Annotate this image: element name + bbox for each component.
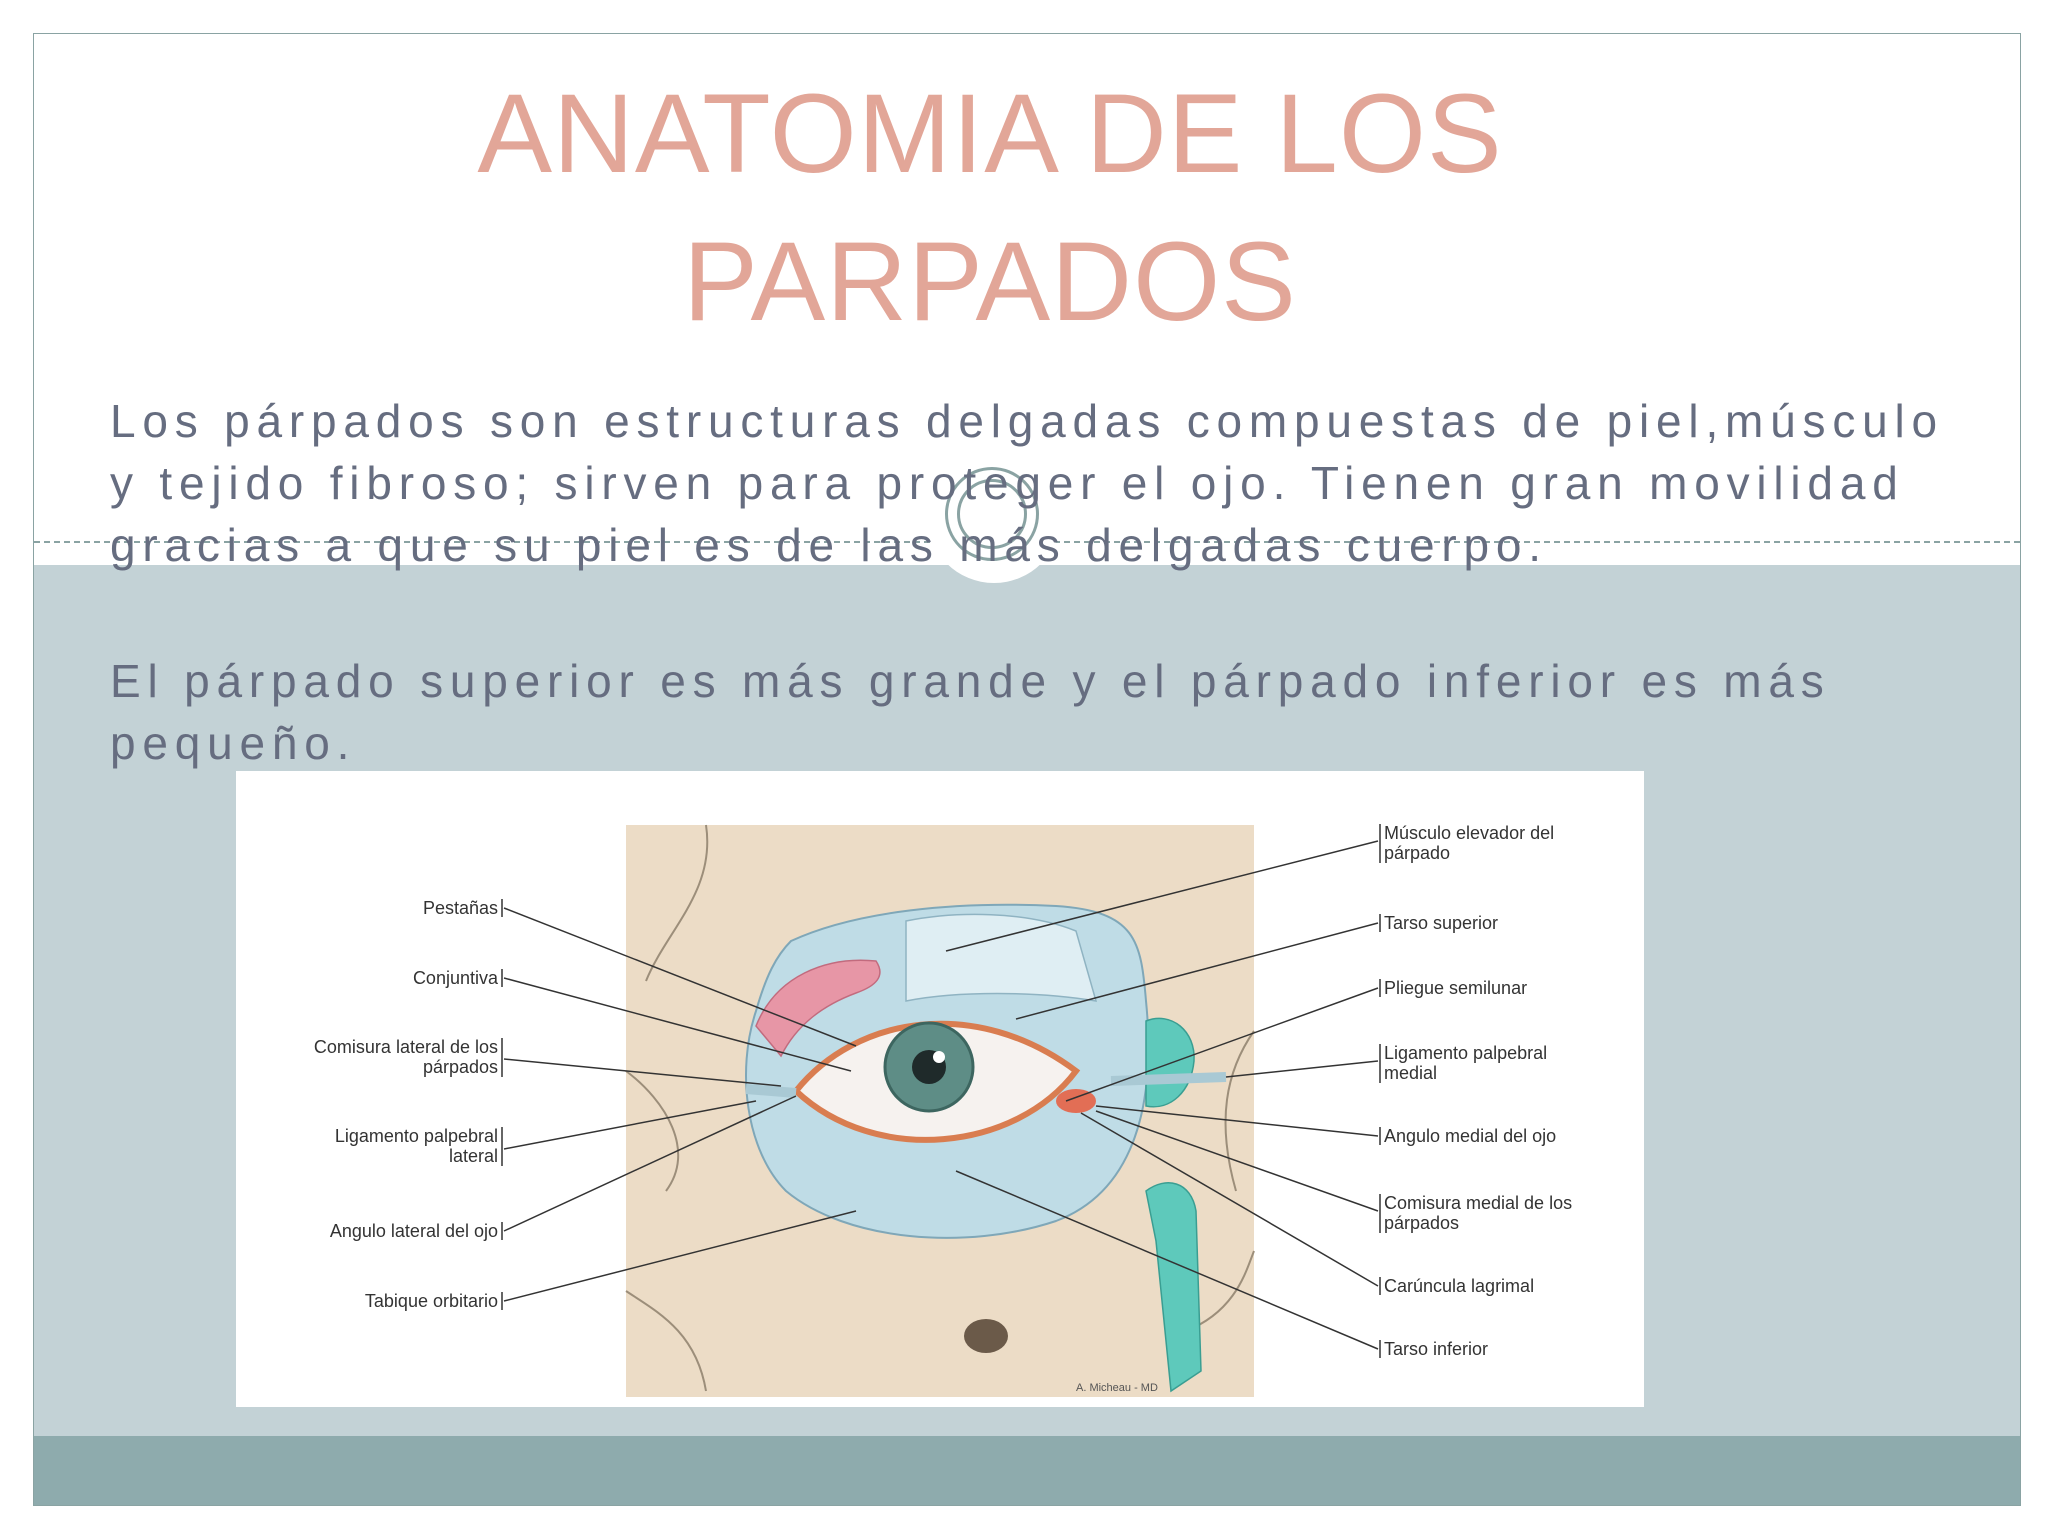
label-pestanas: Pestañas — [423, 898, 498, 918]
label-tarso-superior: Tarso superior — [1384, 913, 1498, 933]
lacrimal-gland — [755, 959, 881, 1058]
svg-text:Carúncula lagrimal: Carúncula lagrimal — [1384, 1276, 1534, 1296]
right-leader-lines — [945, 840, 1379, 1350]
title-line-1: ANATOMIA DE LOS — [477, 71, 1503, 196]
svg-text:Ligamento palpebral: Ligamento palpebral — [1384, 1043, 1547, 1063]
body-paragraph-2: El párpado superior es más grande y el p… — [110, 655, 1831, 769]
levator-muscle — [905, 913, 1098, 1002]
label-comisura-medial-1: Comisura medial de los — [1384, 1193, 1572, 1213]
label-caruncula-lagrimal: Carúncula lagrimal — [1384, 1276, 1534, 1296]
svg-text:Comisura lateral de los: Comisura lateral de los — [314, 1037, 498, 1057]
label-conjuntiva: Conjuntiva — [413, 968, 499, 988]
svg-text:Conjuntiva: Conjuntiva — [413, 968, 499, 988]
svg-text:Ligamento palpebral: Ligamento palpebral — [335, 1126, 498, 1146]
svg-text:Tabique orbitario: Tabique orbitario — [365, 1291, 498, 1311]
label-comisura-medial-2: párpados — [1384, 1213, 1459, 1233]
label-ligamento-medial-1: Ligamento palpebral — [1384, 1043, 1547, 1063]
svg-text:Tarso inferior: Tarso inferior — [1384, 1339, 1488, 1359]
left-leader-lines — [503, 907, 857, 1302]
label-angulo-lateral: Angulo lateral del ojo — [330, 1221, 498, 1241]
left-labels: Pestañas Conjuntiva Comisura lateral de … — [314, 898, 499, 1311]
body-paragraph-1: Los párpados son estructuras delgadas co… — [110, 395, 1944, 571]
palpebral-ligaments — [745, 1072, 1227, 1098]
svg-text:Músculo elevador del: Músculo elevador del — [1384, 823, 1554, 843]
label-comisura-lateral-1: Comisura lateral de los — [314, 1037, 498, 1057]
pupil-highlight — [933, 1051, 945, 1063]
label-ligamento-lateral-2: lateral — [449, 1146, 498, 1166]
label-pliegue-semilunar: Pliegue semilunar — [1384, 978, 1527, 998]
figure-credit: A. Micheau - MD — [1076, 1382, 1158, 1394]
svg-text:párpado: párpado — [1384, 843, 1450, 863]
caruncle — [1056, 1089, 1096, 1113]
svg-text:párpados: párpados — [1384, 1213, 1459, 1233]
svg-text:Pestañas: Pestañas — [423, 898, 498, 918]
eyelid-anatomy-figure: Pestañas Conjuntiva Comisura lateral de … — [236, 771, 1644, 1407]
svg-text:Comisura medial de los: Comisura medial de los — [1384, 1193, 1572, 1213]
svg-text:lateral: lateral — [449, 1146, 498, 1166]
circle-ornament-inner-ring — [957, 479, 1027, 549]
label-ligamento-lateral-1: Ligamento palpebral — [335, 1126, 498, 1146]
svg-text:Angulo medial del ojo: Angulo medial del ojo — [1384, 1126, 1556, 1146]
svg-text:Pliegue semilunar: Pliegue semilunar — [1384, 978, 1527, 998]
label-comisura-lateral-2: párpados — [423, 1057, 498, 1077]
label-tabique-orbitario: Tabique orbitario — [365, 1291, 498, 1311]
label-musculo-elevador-2: párpado — [1384, 843, 1450, 863]
title-line-2: PARPADOS — [683, 219, 1297, 344]
label-musculo-elevador-1: Músculo elevador del — [1384, 823, 1554, 843]
label-tarso-inferior: Tarso inferior — [1384, 1339, 1488, 1359]
label-ligamento-medial-2: medial — [1384, 1063, 1437, 1083]
label-angulo-medial: Angulo medial del ojo — [1384, 1126, 1556, 1146]
svg-text:Angulo lateral del ojo: Angulo lateral del ojo — [330, 1221, 498, 1241]
nasolacrimal-duct — [1145, 1182, 1202, 1393]
svg-text:Tarso superior: Tarso superior — [1384, 913, 1498, 933]
slide-title: ANATOMIA DE LOS PARPADOS — [340, 60, 1640, 356]
skull-contours — [625, 824, 1255, 1392]
skull-foramen — [964, 1319, 1008, 1353]
right-labels: Músculo elevador del párpado Tarso super… — [1384, 823, 1572, 1359]
svg-text:párpados: párpados — [423, 1057, 498, 1077]
eyelid-diagram: Pestañas Conjuntiva Comisura lateral de … — [314, 823, 1572, 1397]
svg-text:medial: medial — [1384, 1063, 1437, 1083]
label-brackets — [501, 824, 1381, 1358]
circle-ornament-ring — [945, 467, 1039, 561]
footer-band — [34, 1436, 2020, 1505]
